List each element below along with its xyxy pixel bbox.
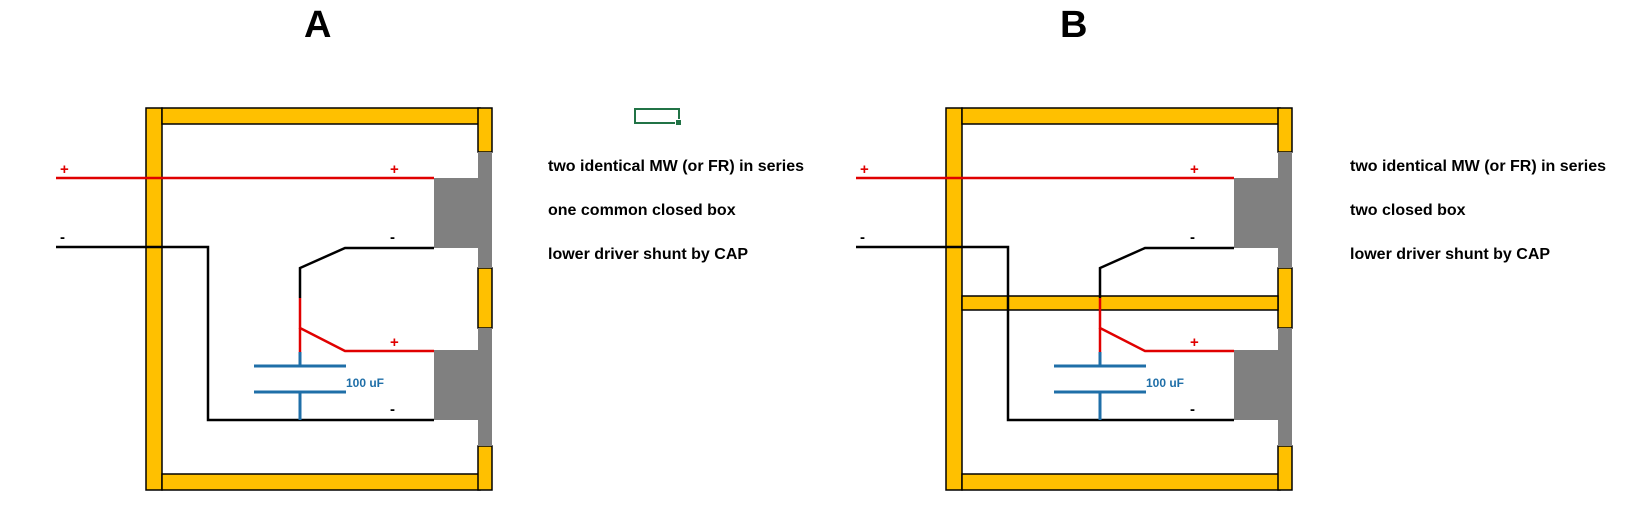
d1-divider-panel bbox=[961, 295, 1279, 311]
d0-upper-driver-plus-label: + bbox=[390, 161, 399, 178]
d1-lower-driver-plus-label: + bbox=[1190, 334, 1199, 351]
d1-top-panel bbox=[961, 107, 1281, 125]
d0-baffle-lower bbox=[478, 328, 492, 446]
diagram-b-schematic: 100 uF + + - - + - bbox=[856, 107, 1293, 491]
d0-baffle-upper bbox=[478, 152, 492, 268]
d0-lower-driver bbox=[434, 350, 478, 420]
d0-lower-driver-plus-label: + bbox=[390, 334, 399, 351]
diagram-b-note-3: lower driver shunt by CAP bbox=[1350, 246, 1551, 263]
d1-lower-plus-wire bbox=[1098, 298, 1234, 353]
fill-handle[interactable] bbox=[675, 119, 682, 126]
d0-right-panel-bottom bbox=[477, 445, 493, 491]
d1-left-panel bbox=[945, 107, 963, 491]
d0-lower-driver-minus-label: - bbox=[390, 401, 395, 418]
d1-right-panel-middle bbox=[1277, 267, 1293, 329]
diagram-a-note-3: lower driver shunt by CAP bbox=[548, 246, 749, 263]
diagram-b-note-2: two closed box bbox=[1350, 202, 1466, 219]
d1-upper-driver-minus-label: - bbox=[1190, 229, 1195, 246]
diagram-a-note-1: two identical MW (or FR) in series bbox=[548, 158, 805, 175]
d1-capacitor-label: 100 uF bbox=[1146, 376, 1184, 390]
d0-negative-input-wire bbox=[56, 245, 434, 422]
diagram-b-title: B bbox=[1060, 4, 1088, 46]
d1-right-panel-top bbox=[1277, 107, 1293, 153]
d1-baffle-upper bbox=[1278, 152, 1292, 268]
d0-left-panel bbox=[145, 107, 163, 491]
d1-input-minus-label: - bbox=[860, 229, 865, 246]
d0-lower-plus-wire bbox=[298, 298, 434, 353]
d1-upper-minus-wire bbox=[1098, 246, 1234, 298]
d1-lower-driver bbox=[1234, 350, 1278, 420]
d0-capacitor-label: 100 uF bbox=[346, 376, 384, 390]
spreadsheet-cell-selection[interactable] bbox=[634, 108, 682, 126]
d1-negative-input-wire bbox=[856, 245, 1234, 422]
d0-right-panel-middle bbox=[477, 267, 493, 329]
d0-input-plus-label: + bbox=[60, 161, 69, 178]
d0-upper-driver bbox=[434, 178, 478, 248]
d1-lower-driver-minus-label: - bbox=[1190, 401, 1195, 418]
d0-top-panel bbox=[161, 107, 481, 125]
d1-input-plus-label: + bbox=[860, 161, 869, 178]
diagram-b-note-1: two identical MW (or FR) in series bbox=[1350, 158, 1607, 175]
diagram-a-schematic: 100 uF + + - - + - bbox=[56, 107, 493, 491]
d1-right-panel-bottom bbox=[1277, 445, 1293, 491]
diagram-a-title: A bbox=[304, 4, 332, 46]
diagram-a-note-2: one common closed box bbox=[548, 202, 736, 219]
d1-upper-driver-plus-label: + bbox=[1190, 161, 1199, 178]
d0-bottom-panel bbox=[161, 473, 481, 491]
d0-upper-minus-wire bbox=[298, 246, 434, 298]
d1-bottom-panel bbox=[961, 473, 1281, 491]
d0-input-minus-label: - bbox=[60, 229, 65, 246]
d1-baffle-lower bbox=[1278, 328, 1292, 446]
d1-upper-driver bbox=[1234, 178, 1278, 248]
d0-right-panel-top bbox=[477, 107, 493, 153]
d0-upper-driver-minus-label: - bbox=[390, 229, 395, 246]
